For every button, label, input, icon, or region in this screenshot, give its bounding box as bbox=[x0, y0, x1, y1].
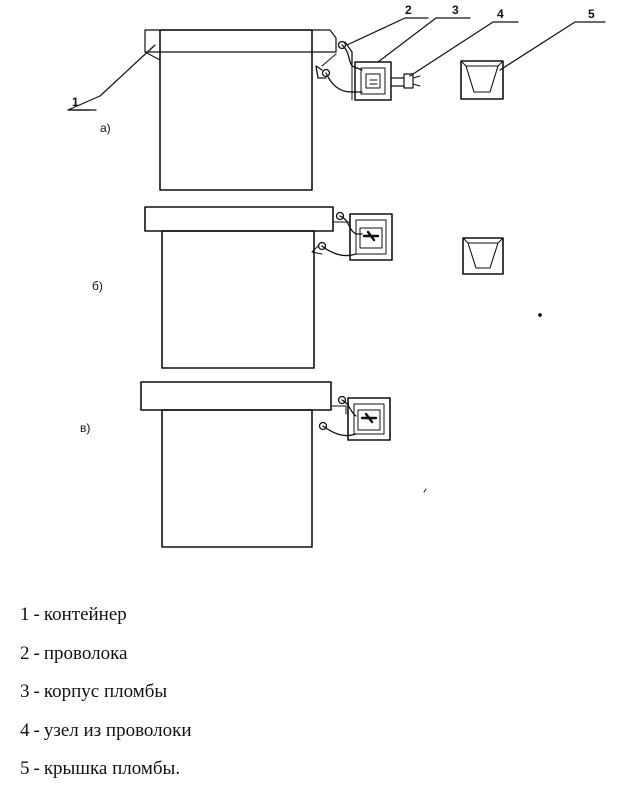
variant-v-label: в) bbox=[80, 421, 90, 435]
variant-a-drawing bbox=[144, 29, 504, 191]
callout-2: 2 bbox=[346, 3, 429, 46]
callout-4: 4 bbox=[409, 7, 519, 77]
callout-5-number: 5 bbox=[588, 7, 595, 21]
legend-separator: - bbox=[33, 681, 40, 702]
seal-cap-b bbox=[462, 237, 504, 275]
callout-5: 5 bbox=[499, 7, 606, 71]
legend-number: 1 bbox=[20, 604, 30, 625]
seal-cap-a bbox=[460, 60, 504, 100]
legend-item: 4-узел из проволоки bbox=[20, 712, 580, 751]
variant-b-drawing bbox=[144, 206, 542, 369]
callout-1: 1 bbox=[67, 44, 156, 111]
wire-b bbox=[311, 211, 363, 257]
legend-separator: - bbox=[33, 604, 40, 625]
legend-item: 2-проволока bbox=[20, 635, 580, 674]
container-a bbox=[144, 29, 337, 191]
legend-number: 3 bbox=[20, 681, 30, 702]
legend-number: 5 bbox=[20, 758, 30, 779]
variant-b-label: б) bbox=[92, 279, 103, 293]
legend-item: 5-крышка пломбы. bbox=[20, 750, 580, 789]
legend-text: узел из проволоки bbox=[43, 719, 192, 741]
seal-assembled-b bbox=[349, 213, 393, 261]
legend-text: проволока bbox=[43, 642, 128, 664]
variant-v-drawing bbox=[140, 381, 427, 548]
callout-1-number: 1 bbox=[72, 95, 79, 109]
callout-3-number: 3 bbox=[452, 3, 459, 17]
tick-mark bbox=[423, 488, 427, 493]
legend: 1-контейнер 2-проволока 3-корпус пломбы … bbox=[20, 596, 580, 789]
legend-text: крышка пломбы. bbox=[43, 758, 181, 779]
legend-separator: - bbox=[33, 719, 40, 741]
callout-2-number: 2 bbox=[405, 3, 412, 17]
seal-installation-diagram: 1 2 3 4 5 а) bbox=[67, 3, 606, 548]
legend-item: 1-контейнер bbox=[20, 596, 580, 635]
variant-a-label: а) bbox=[100, 121, 111, 135]
legend-number: 2 bbox=[20, 642, 30, 664]
wire-knot-a bbox=[390, 73, 421, 89]
wire-v bbox=[318, 395, 357, 437]
container-v bbox=[140, 381, 332, 548]
dot-mark bbox=[538, 313, 542, 317]
seal-assembled-v bbox=[347, 397, 391, 441]
legend-text: контейнер bbox=[43, 604, 127, 625]
legend-separator: - bbox=[33, 758, 40, 779]
legend-text: корпус пломбы bbox=[43, 681, 168, 702]
legend-separator: - bbox=[33, 642, 40, 664]
callout-3: 3 bbox=[377, 3, 471, 63]
callout-4-number: 4 bbox=[497, 7, 504, 21]
legend-item: 3-корпус пломбы bbox=[20, 673, 580, 712]
seal-body-a bbox=[351, 61, 392, 101]
legend-number: 4 bbox=[20, 719, 30, 741]
container-b bbox=[144, 206, 334, 369]
